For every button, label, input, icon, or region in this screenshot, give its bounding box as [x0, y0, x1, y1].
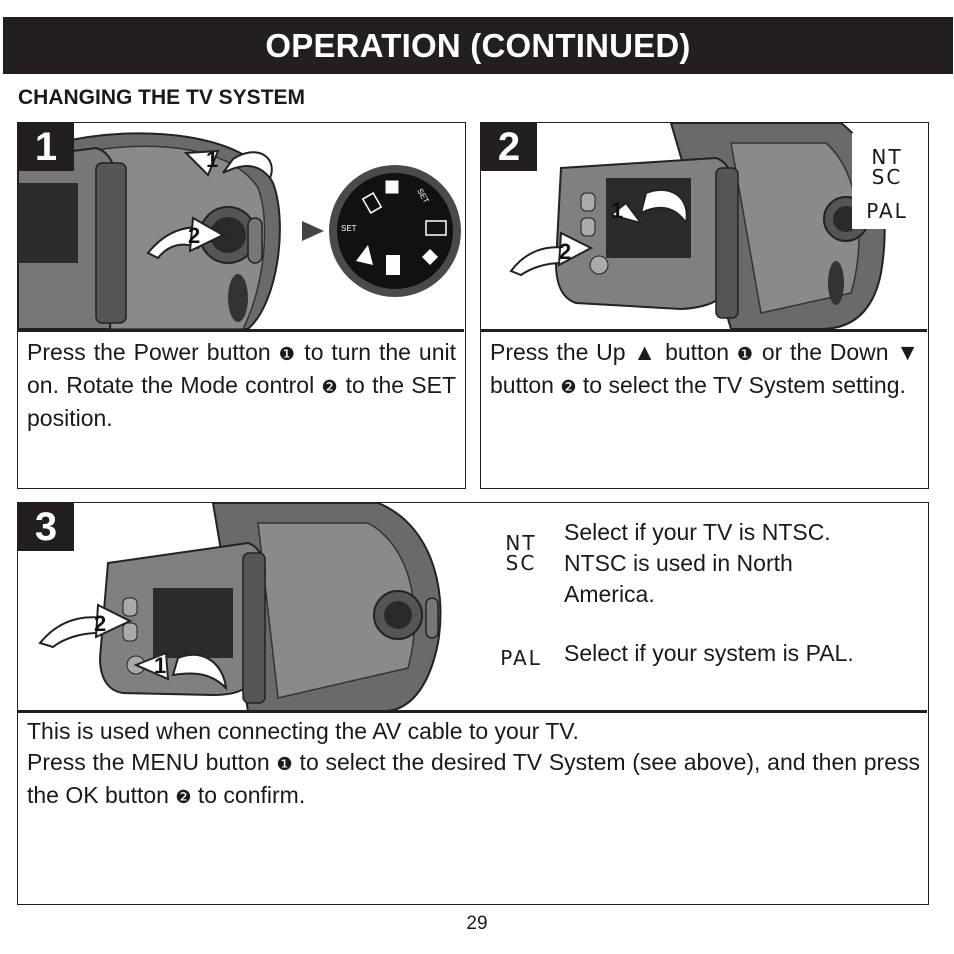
- step-1-number: 1: [18, 123, 74, 171]
- step-3-instructions: This is used when connecting the AV cabl…: [27, 718, 920, 808]
- pal-icon: PAL: [866, 199, 908, 223]
- step-1-callout-2: 2: [188, 223, 200, 248]
- marker-2: ❷: [175, 787, 192, 808]
- section-title: CHANGING THE TV SYSTEM: [18, 86, 306, 109]
- step-2-callout-1: 1: [611, 198, 623, 223]
- step-1-divider: [18, 329, 464, 332]
- marker-2: ❷: [321, 377, 339, 398]
- marker-2: ❷: [560, 377, 577, 398]
- step-3-callout-2: 2: [94, 611, 106, 636]
- step-3-divider: [18, 710, 927, 713]
- step-1-panel: 1 1 2 SET SET Press the: [17, 122, 466, 489]
- pal-icon: PAL: [500, 646, 542, 670]
- marker-1: ❶: [276, 754, 293, 775]
- pal-description: Select if your system is PAL.: [564, 640, 854, 666]
- step-3-number: 3: [18, 503, 74, 551]
- page-title: OPERATION (CONTINUED): [265, 26, 691, 64]
- step-2-divider: [481, 329, 927, 332]
- dial-set-label: SET: [341, 224, 357, 233]
- marker-1: ❶: [736, 344, 755, 365]
- step-1-instructions: Press the Power button ❶ to turn the uni…: [27, 339, 456, 431]
- step-3-illustration: 2 1: [18, 503, 488, 711]
- step-1-illustration: 1 2 SET SET: [18, 123, 464, 329]
- page-number: 29: [466, 913, 488, 934]
- marker-1: ❶: [278, 344, 297, 365]
- ntsc-description: Select if your TV is NTSC. NTSC is used …: [564, 519, 831, 607]
- step-2-callout-2: 2: [559, 239, 571, 264]
- page-banner: OPERATION (CONTINUED): [3, 17, 953, 74]
- step-3-callout-1: 1: [154, 653, 166, 678]
- step-2-instructions: Press the Up ▲ button ❶ or the Down ▼ bu…: [490, 339, 920, 398]
- step-2-number: 2: [481, 123, 537, 171]
- step-1-callout-1: 1: [206, 147, 218, 172]
- pointer-arrow-icon: [302, 221, 324, 241]
